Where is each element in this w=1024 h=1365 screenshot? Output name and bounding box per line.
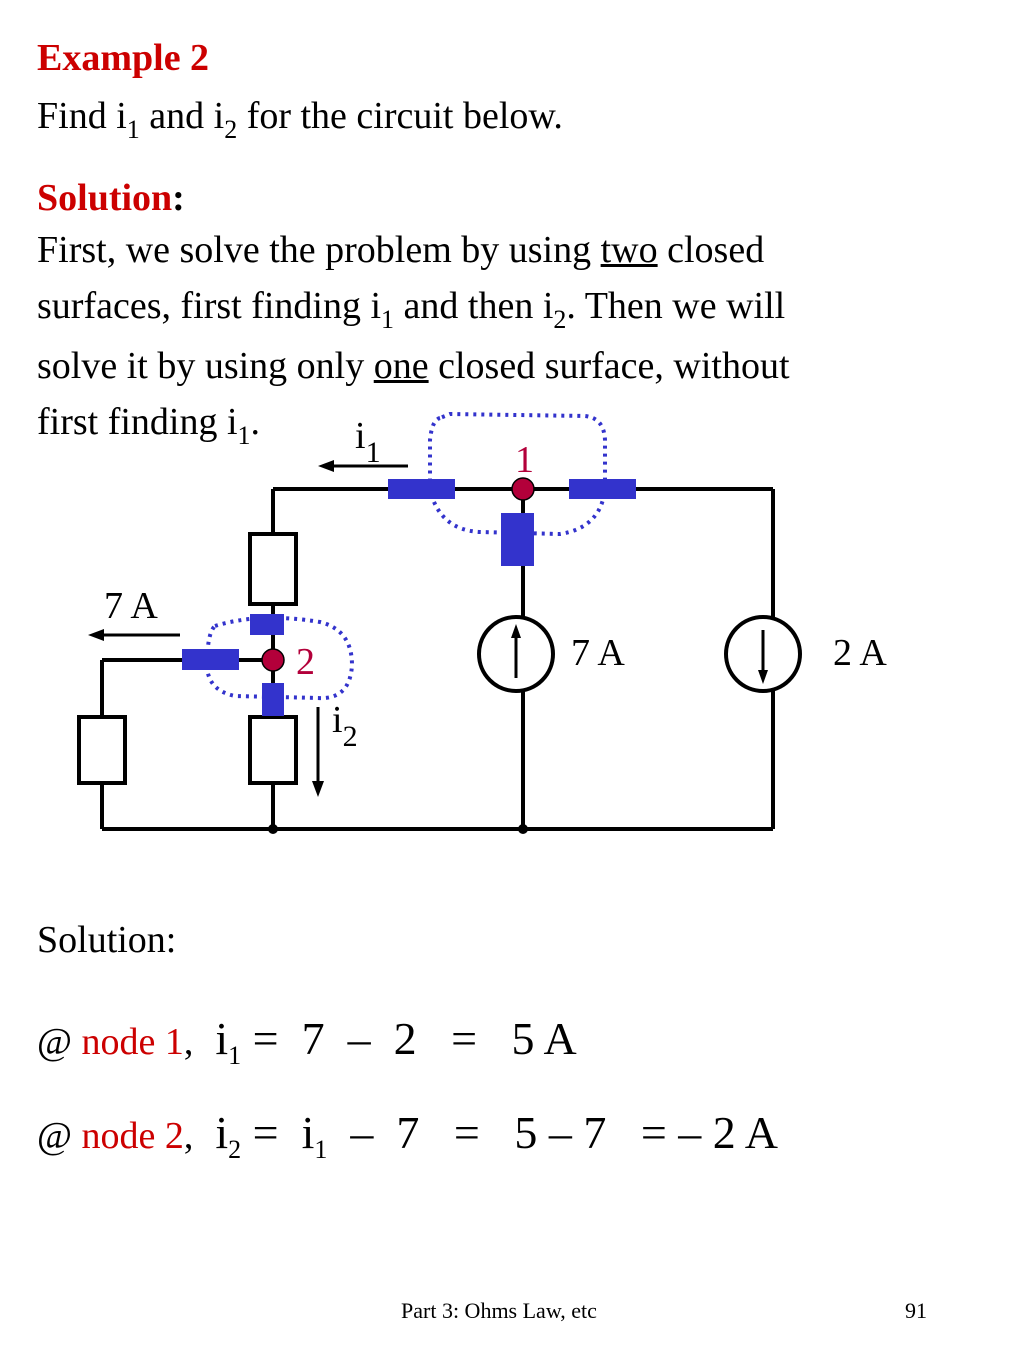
at-symbol: @ — [37, 1115, 82, 1157]
node-2-dot — [261, 648, 285, 672]
eq-expression: = i — [241, 1107, 315, 1158]
eq-variable: i — [215, 1013, 229, 1064]
problem-statement: Find i1 and i2 for the circuit below. — [37, 88, 563, 148]
comma: , — [183, 1115, 194, 1157]
body-text: surfaces, first finding i — [37, 285, 382, 327]
find-and: and i — [139, 95, 225, 137]
page-number: 91 — [905, 1298, 927, 1323]
example-title: Example 2 — [37, 37, 210, 79]
left-source-label: 7 A — [104, 585, 158, 627]
body-text: first finding i — [37, 401, 238, 443]
body-line-4: first finding i1. — [37, 394, 790, 454]
probe-block — [388, 479, 455, 499]
body-line-1: First, we solve the problem by using two… — [37, 222, 790, 278]
find-sub1: 1 — [126, 115, 140, 144]
solution-label: Solution: — [37, 919, 177, 961]
node-1-dot — [511, 477, 535, 501]
source-2a-label: 2 A — [833, 632, 887, 674]
probe-block — [501, 513, 534, 566]
eq-subscript: 2 — [228, 1135, 242, 1164]
eq-expression: – 7 = 5 – 7 = – 2 A — [327, 1107, 778, 1158]
underlined-one: one — [373, 345, 429, 387]
body-line-3: solve it by using only one closed surfac… — [37, 338, 790, 394]
probe-block — [182, 649, 239, 670]
find-sub2: 2 — [224, 115, 238, 144]
footer-title: Part 3: Ohms Law, etc — [401, 1298, 597, 1323]
body-text: . — [250, 401, 261, 443]
arrowhead-icon — [758, 670, 768, 684]
i1-label: i1 — [355, 415, 381, 469]
comma: , — [183, 1021, 194, 1063]
body-line-2: surfaces, first finding i1 and then i2. … — [37, 278, 790, 338]
find-rest: for the circuit below. — [237, 95, 563, 137]
closed-surface-1 — [428, 411, 607, 537]
circuit-diagram: i1 1 2 7 A 7 A 2 A i2 — [77, 411, 887, 834]
body-text: closed surface, without — [428, 345, 790, 387]
body-text: . Then we will — [566, 285, 786, 327]
wires — [100, 487, 775, 831]
resistor-lower — [248, 715, 298, 785]
left-arrowhead-icon — [318, 460, 334, 472]
source-7a-label: 7 A — [571, 632, 625, 674]
eq-expression: = 7 – 2 = 5 A — [241, 1013, 577, 1064]
solution-body: First, we solve the problem by using two… — [37, 222, 790, 454]
subscript: 1 — [381, 305, 395, 334]
i2-label: i2 — [332, 699, 358, 753]
equation-node-1: @ node 1, i1 = 7 – 2 = 5 A — [37, 1012, 577, 1070]
node-2-ref: node 2 — [81, 1115, 184, 1157]
probe-block — [250, 614, 284, 635]
down-arrowhead-icon — [312, 781, 324, 797]
body-text: and then i — [394, 285, 554, 327]
equation-node-2: @ node 2, i2 = i1 – 7 = 5 – 7 = – 2 A — [37, 1106, 778, 1164]
left-arrowhead-icon — [88, 629, 104, 641]
solution-colon: : — [172, 177, 185, 219]
node-1-ref: node 1 — [81, 1021, 184, 1063]
subscript: 2 — [553, 305, 567, 334]
body-text: solve it by using only — [37, 345, 374, 387]
probe-block — [569, 479, 636, 499]
solution-heading: Solution: — [37, 170, 185, 226]
probe-block — [262, 683, 284, 716]
subscript: 1 — [237, 421, 251, 450]
junction-dot — [268, 824, 278, 834]
resistor-far-left — [77, 715, 127, 785]
resistor-upper — [248, 532, 298, 606]
find-text: Find i — [37, 95, 127, 137]
body-text: First, we solve the problem by using — [37, 229, 601, 271]
solution-heading-text: Solution — [37, 177, 173, 219]
at-symbol: @ — [37, 1021, 82, 1063]
arrowhead-icon — [511, 624, 521, 638]
junction-dot — [518, 824, 528, 834]
eq-subscript: 1 — [228, 1041, 242, 1070]
body-text: closed — [657, 229, 765, 271]
node-1-label: 1 — [515, 439, 534, 481]
eq-variable: i — [215, 1107, 229, 1158]
underlined-two: two — [600, 229, 658, 271]
eq-subscript: 1 — [314, 1135, 328, 1164]
node-2-label: 2 — [296, 641, 315, 683]
